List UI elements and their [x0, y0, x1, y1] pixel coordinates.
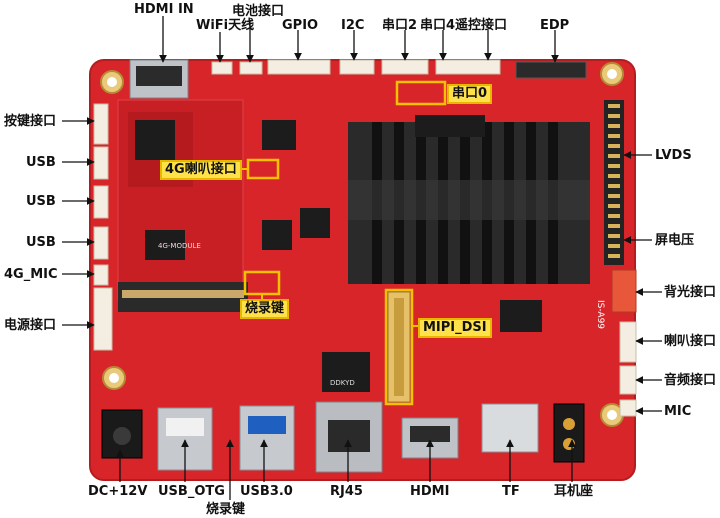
wifi-connector [211, 61, 233, 75]
label-usb-3: USB [26, 235, 56, 250]
label-keys: 按键接口 [4, 114, 57, 129]
power-connector [93, 287, 113, 351]
mic-connector [619, 399, 637, 417]
label-wifi: WiFi天线 [196, 18, 255, 33]
audio-connector [619, 365, 637, 395]
uart2-connector [381, 59, 429, 75]
usb3-port [239, 405, 295, 471]
silk-lvds-side: IS-A99 [595, 300, 605, 329]
label-speaker: 喇叭接口 [664, 334, 717, 349]
callout-frame-mipi [384, 288, 414, 406]
label-hdmi-in: HDMI IN [134, 2, 194, 17]
usb1-connector [93, 146, 109, 180]
label-lvds: LVDS [655, 148, 692, 163]
uart4-connector [435, 59, 501, 75]
label-usb-2: USB [26, 194, 56, 209]
silk-chip: DDKYD [330, 379, 355, 387]
label-tf: TF [502, 484, 520, 499]
label-usb30: USB3.0 [240, 484, 293, 499]
callout-burn-key: 烧录键 [240, 299, 290, 319]
mic4g-connector [93, 264, 109, 286]
label-usb-1: USB [26, 155, 56, 170]
label-earphone: 耳机座 [554, 484, 594, 499]
callout-uart0: 串口0 [447, 84, 493, 104]
label-rj45: RJ45 [330, 484, 363, 499]
label-uart2: 串口2 [382, 18, 418, 33]
keys-connector [93, 103, 109, 145]
usb2-connector [93, 185, 109, 219]
gpio-connector [267, 59, 331, 75]
label-battery: 电池接口 [232, 4, 285, 19]
label-audio: 音频接口 [664, 373, 717, 388]
label-uart4-remote: 串口4遥控接口 [420, 18, 508, 33]
label-burn-key-bottom: 烧录键 [206, 502, 246, 517]
edp-connector [515, 61, 587, 79]
label-mic: MIC [664, 404, 692, 419]
label-edp: EDP [540, 18, 570, 33]
battery-connector [239, 61, 263, 75]
label-usb-otg: USB_OTG [158, 484, 225, 499]
speaker-connector [619, 321, 637, 363]
backlight-connector [611, 269, 637, 313]
label-mic4g: 4G_MIC [4, 267, 58, 282]
callout-mipi-dsi: MIPI_DSI [418, 318, 492, 338]
label-power: 电源接口 [4, 318, 57, 333]
label-i2c: I2C [341, 18, 365, 33]
lvds-connector [604, 100, 624, 265]
usb3-connector [93, 226, 109, 260]
callout-speaker-4g: 4G喇叭接口 [160, 160, 242, 180]
label-hdmi: HDMI [410, 484, 450, 499]
silk-4g-module: 4G-MODULE [158, 242, 201, 250]
i2c-connector [339, 59, 375, 75]
label-gpio: GPIO [282, 18, 319, 33]
earphone-jack [553, 403, 585, 463]
label-dc: DC+12V [88, 484, 148, 499]
label-screen-voltage: 屏电压 [655, 233, 695, 248]
label-backlight: 背光接口 [664, 285, 717, 300]
callout-frame-uart0 [395, 80, 447, 106]
